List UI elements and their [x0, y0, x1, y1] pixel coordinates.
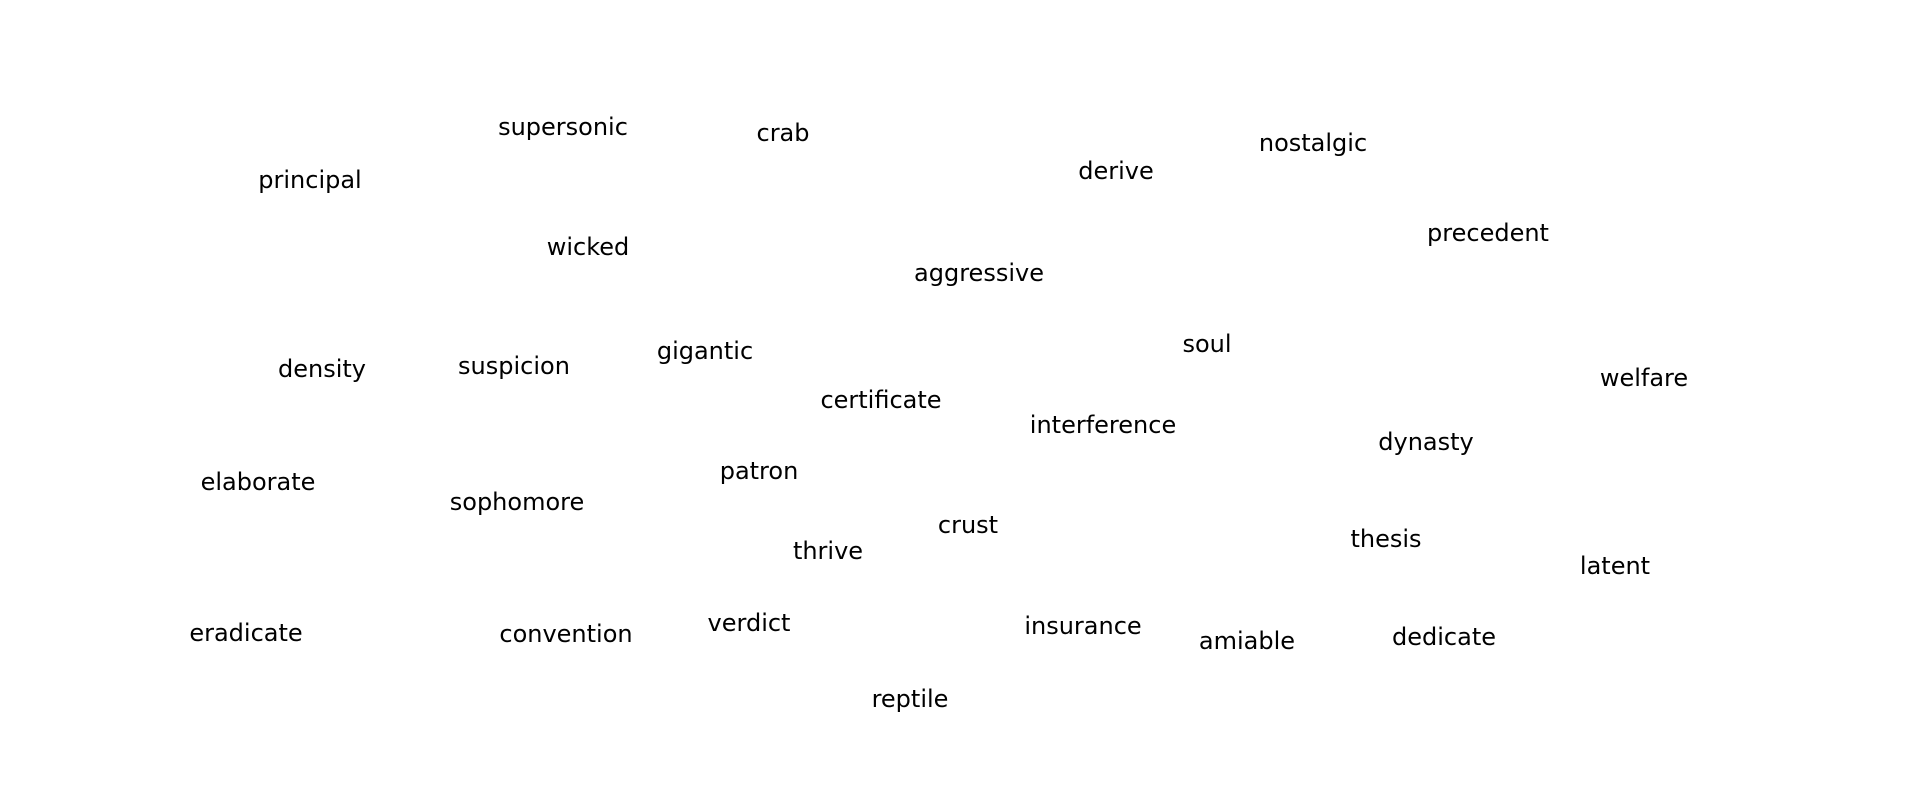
word-precedent: precedent — [1427, 219, 1549, 247]
word-thrive: thrive — [792, 537, 864, 565]
word-patron: patron — [719, 457, 799, 485]
word-dynasty: dynasty — [1378, 428, 1474, 456]
word-dedicate: dedicate — [1392, 623, 1496, 651]
word-convention: convention — [499, 620, 633, 648]
word-amiable: amiable — [1198, 627, 1296, 655]
word-certificate: certificate — [820, 386, 942, 414]
word-principal: principal — [258, 166, 362, 194]
word-crust: crust — [937, 511, 999, 539]
word-suspicion: suspicion — [458, 352, 570, 380]
word-latent: latent — [1579, 552, 1651, 580]
word-thesis: thesis — [1350, 525, 1422, 553]
word-derive: derive — [1078, 157, 1154, 185]
word-interference: interference — [1029, 411, 1177, 439]
word-density: density — [278, 355, 366, 383]
word-nostalgic: nostalgic — [1258, 129, 1368, 157]
word-soul: soul — [1182, 330, 1232, 358]
word-gigantic: gigantic — [656, 337, 754, 365]
word-reptile: reptile — [871, 685, 949, 713]
word-welfare: welfare — [1599, 364, 1689, 392]
word-verdict: verdict — [707, 609, 791, 637]
word-elaborate: elaborate — [200, 468, 316, 496]
word-wicked: wicked — [546, 233, 630, 261]
word-supersonic: supersonic — [498, 113, 628, 141]
word-crab: crab — [756, 119, 810, 147]
word-insurance: insurance — [1024, 612, 1142, 640]
word-sophomore: sophomore — [449, 488, 585, 516]
word-aggressive: aggressive — [914, 259, 1044, 287]
word-eradicate: eradicate — [189, 619, 303, 647]
